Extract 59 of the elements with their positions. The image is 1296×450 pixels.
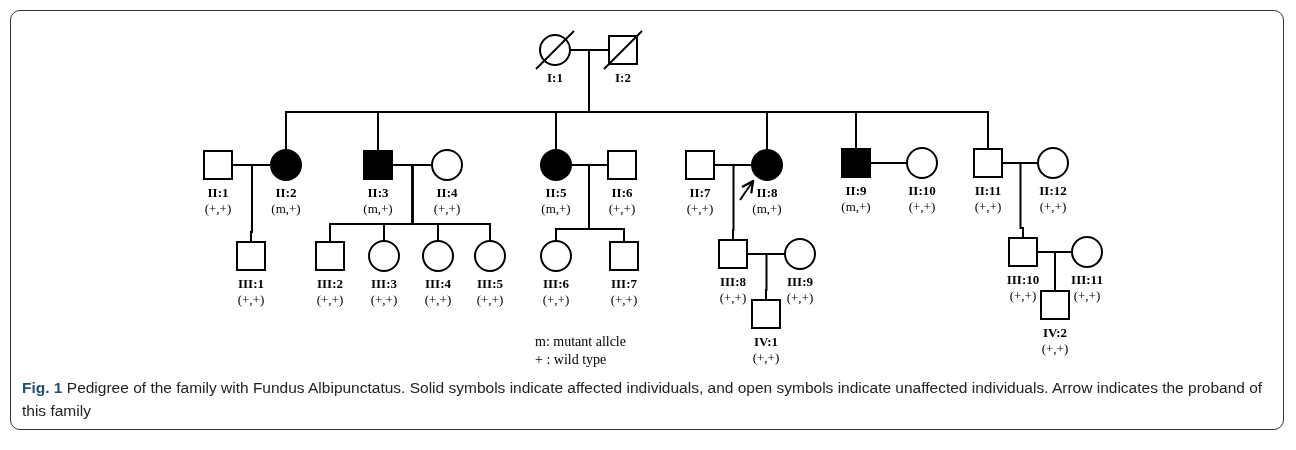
- individual-id: II:9: [844, 183, 868, 199]
- genotype-label: (+,+): [973, 199, 1003, 215]
- genotype-label: (+,+): [423, 292, 453, 308]
- genotype-label: (m,+): [540, 201, 572, 217]
- genotype-label: (m,+): [840, 199, 872, 215]
- legend-note: m: mutant allcle: [535, 334, 626, 350]
- descent-line: [391, 164, 491, 243]
- genotype-label: (+,+): [607, 201, 637, 217]
- genotype-label: (m,+): [270, 201, 302, 217]
- figure-caption: Fig. 1 Pedigree of the family with Fundus Albipunctatus. Solid symbols indicate affected individuals, and open symbols indicate unaffected individuals. Arrow indicates the proband of this family: [22, 378, 1264, 421]
- individual-id: II:2: [274, 185, 298, 201]
- genotype-label: (+,+): [1072, 288, 1102, 304]
- individual-id: III:5: [476, 276, 504, 292]
- individual-id: II:4: [435, 185, 459, 201]
- individual-id: III:8: [719, 274, 747, 290]
- genotype-label: (+,+): [1038, 199, 1068, 215]
- individual-id: III:2: [316, 276, 344, 292]
- individual-id: IV:2: [1041, 325, 1069, 341]
- genotype-label: (+,+): [751, 350, 781, 366]
- genotype-label: (+,+): [236, 292, 266, 308]
- proband-arrow: [739, 179, 755, 201]
- genotype-label: (+,+): [315, 292, 345, 308]
- individual-id: II:10: [907, 183, 937, 199]
- individual-id: IV:1: [752, 334, 780, 350]
- individual-id: II:12: [1038, 183, 1068, 199]
- genotype-label: (m,+): [751, 201, 783, 217]
- individual-id: III:1: [237, 276, 265, 292]
- individual-id: III:6: [542, 276, 570, 292]
- individual-id: II:5: [544, 185, 568, 201]
- individual-id: II:3: [366, 185, 390, 201]
- individual-id: III:11: [1070, 272, 1104, 288]
- genotype-label: (+,+): [475, 292, 505, 308]
- individual-id: III:4: [424, 276, 452, 292]
- individual-id: III:3: [370, 276, 398, 292]
- individual-id: III:7: [610, 276, 638, 292]
- genotype-label: (+,+): [541, 292, 571, 308]
- individual-id: II:6: [610, 185, 634, 201]
- individual-id: II:7: [688, 185, 712, 201]
- genotype-label: (+,+): [203, 201, 233, 217]
- individual-id: I:2: [614, 70, 632, 86]
- genotype-label: (m,+): [362, 201, 394, 217]
- genotype-label: (+,+): [1008, 288, 1038, 304]
- individual-id: III:10: [1005, 272, 1041, 288]
- individual-id: III:9: [786, 274, 814, 290]
- genotype-label: (+,+): [685, 201, 715, 217]
- genotype-label: (+,+): [907, 199, 937, 215]
- individual-id: II:1: [206, 185, 230, 201]
- genotype-label: (+,+): [432, 201, 462, 217]
- genotype-label: (+,+): [718, 290, 748, 306]
- individual-id: II:11: [973, 183, 1003, 199]
- descent-line: [746, 253, 787, 301]
- legend-note: + : wild type: [535, 352, 607, 368]
- genotype-label: (+,+): [369, 292, 399, 308]
- genotype-label: (+,+): [1040, 341, 1070, 357]
- descent-line: [713, 164, 754, 241]
- genotype-label: (+,+): [609, 292, 639, 308]
- individual-id: II:8: [755, 185, 779, 201]
- individual-id: I:1: [546, 70, 564, 86]
- genotype-label: (+,+): [785, 290, 815, 306]
